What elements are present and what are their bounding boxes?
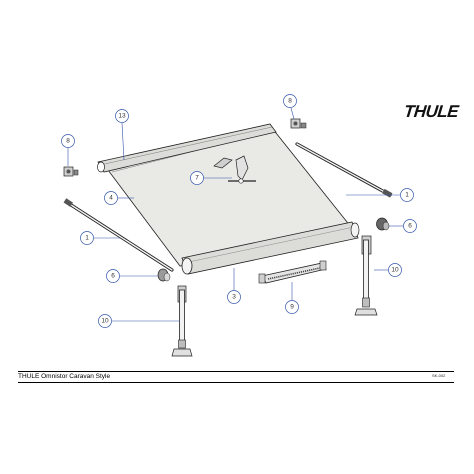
svg-text:6: 6 — [111, 273, 115, 280]
svg-text:3: 3 — [232, 294, 236, 301]
callout-10-right: 10 — [388, 263, 402, 277]
fixing-bracket-left-part — [63, 166, 79, 177]
svg-text:10: 10 — [391, 267, 399, 274]
callout-13: 13 — [115, 109, 129, 123]
svg-text:7: 7 — [195, 175, 199, 182]
callout-4: 4 — [104, 191, 118, 205]
diagram-caption: THULE Omnistor Caravan Style — [18, 373, 111, 380]
svg-text:8: 8 — [66, 138, 70, 145]
svg-text:9: 9 — [290, 304, 294, 311]
svg-text:1: 1 — [85, 235, 89, 242]
end-cap-left-part — [157, 268, 171, 282]
centre-strap-part — [213, 155, 256, 184]
support-leg-right-part — [354, 235, 378, 316]
svg-text:10: 10 — [101, 318, 109, 325]
front-roller-bar-part — [181, 221, 360, 275]
callout-8-right: 8 — [283, 94, 297, 108]
callout-1-right: 1 — [400, 188, 414, 202]
tension-rail-part — [258, 260, 327, 284]
callout-3: 3 — [227, 290, 241, 304]
support-leg-left-part — [171, 285, 193, 357]
svg-text:4: 4 — [109, 195, 113, 202]
leader-lines — [67, 107, 403, 322]
end-cap-right-part — [376, 217, 390, 231]
callout-8-left: 8 — [61, 134, 75, 148]
fixing-bracket-right-part — [290, 118, 307, 129]
callout-6-right: 6 — [403, 219, 417, 233]
svg-text:1: 1 — [405, 192, 409, 199]
caption-bottom-rule — [18, 382, 454, 383]
callout-9: 9 — [285, 300, 299, 314]
svg-text:8: 8 — [288, 98, 292, 105]
callout-10-left: 10 — [98, 314, 112, 328]
svg-text:6: 6 — [408, 223, 412, 230]
callout-7: 7 — [190, 171, 204, 185]
rafter-arm-right-part — [295, 142, 393, 198]
caption-top-rule — [18, 371, 454, 372]
callout-6-left: 6 — [106, 269, 120, 283]
svg-text:13: 13 — [118, 113, 126, 120]
callout-1-left: 1 — [80, 231, 94, 245]
wall-rail-part — [97, 123, 277, 173]
diagram-reference-code: SK-002 — [432, 373, 446, 378]
thule-logo: THULE — [403, 102, 460, 121]
rafter-arm-left-part — [63, 198, 174, 272]
